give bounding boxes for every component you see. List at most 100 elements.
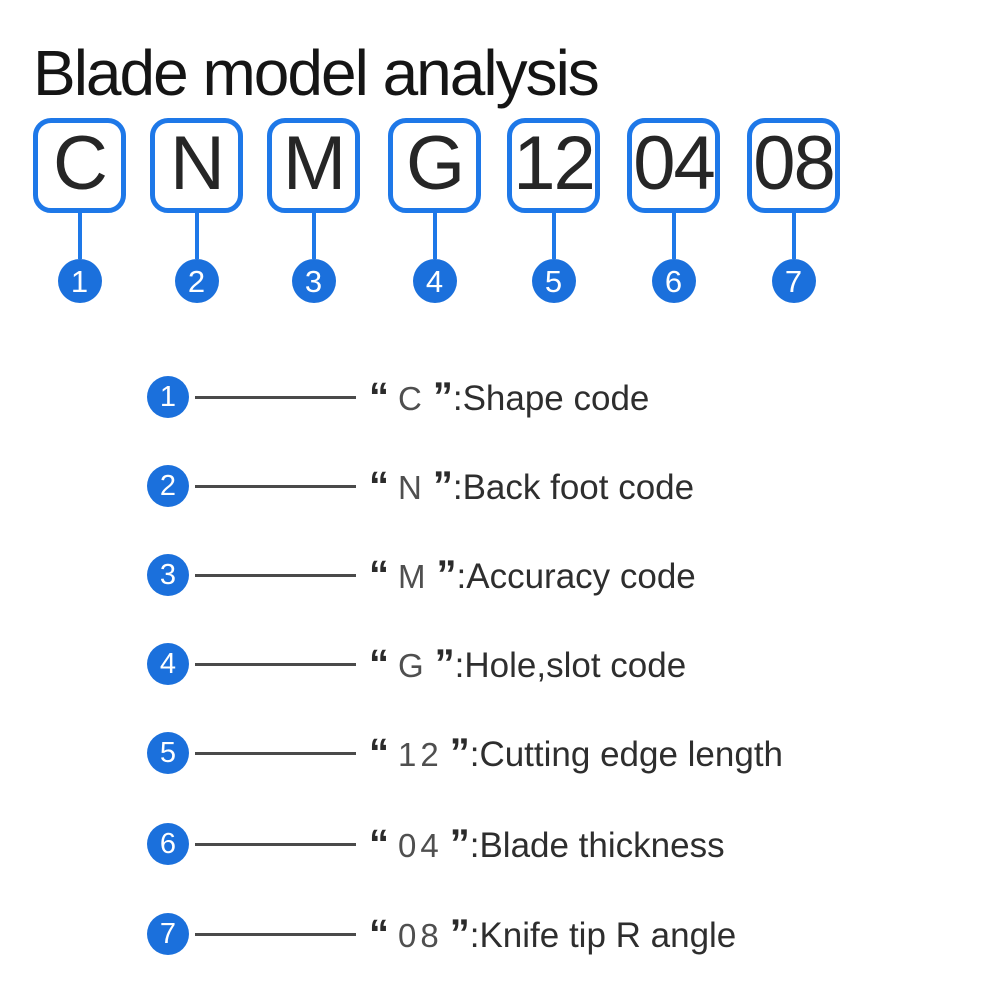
code-unit-5: 12 5 — [507, 118, 600, 303]
legend-description: :Hole,slot code — [454, 646, 687, 685]
legend-description: :Cutting edge length — [469, 735, 784, 774]
legend-description: :Back foot code — [452, 468, 695, 507]
step-marker-5: 5 — [531, 259, 576, 303]
legend-number-badge: 4 — [147, 643, 189, 685]
quote-open-mark: “ — [369, 553, 389, 597]
legend-row-5: 5 “12”:Cutting edge length — [147, 731, 783, 775]
legend-text: “04”:Blade thickness — [369, 824, 725, 864]
quote-open-mark: “ — [369, 642, 389, 686]
code-unit-1: C 1 — [33, 118, 126, 303]
legend-text: “N”:Back foot code — [369, 466, 694, 506]
legend-connector-line — [195, 484, 356, 488]
legend-row-7: 7 “08”:Knife tip R angle — [147, 912, 736, 956]
step-marker-1: 1 — [57, 259, 102, 303]
step-number: 6 — [664, 263, 683, 299]
code-unit-6: 04 6 — [627, 118, 720, 303]
legend-number: 3 — [159, 558, 177, 591]
step-number: 4 — [425, 263, 444, 299]
step-marker-3: 3 — [291, 259, 336, 303]
page-title: Blade model analysis — [33, 37, 600, 109]
code-box-3: M — [267, 118, 360, 213]
quote-close-mark: ” — [432, 464, 453, 508]
connector-line — [194, 213, 199, 259]
quote-open-mark: “ — [369, 731, 389, 775]
legend-description: :Shape code — [452, 379, 650, 418]
legend-text: “G”:Hole,slot code — [369, 644, 686, 684]
legend-connector-line — [195, 751, 356, 755]
quote-close-mark: ” — [432, 375, 453, 419]
quote-close-mark: ” — [436, 553, 457, 597]
legend-connector-line — [195, 662, 356, 666]
quote-open-mark: “ — [369, 912, 389, 956]
code-box-label: G — [405, 120, 465, 206]
code-box-label: N — [170, 120, 225, 206]
legend-description: :Blade thickness — [469, 826, 725, 865]
code-box-6: 04 — [627, 118, 720, 213]
code-box-2: N — [150, 118, 243, 213]
legend-number-badge: 2 — [147, 465, 189, 507]
code-box-label: M — [282, 120, 346, 206]
quote-close-mark: ” — [434, 642, 455, 686]
legend-code: 12 — [398, 736, 443, 773]
legend-row-4: 4 “G”:Hole,slot code — [147, 642, 686, 686]
legend-text: “12”:Cutting edge length — [369, 733, 783, 773]
quote-open-mark: “ — [369, 822, 389, 866]
legend-number-badge: 5 — [147, 732, 189, 774]
legend-number: 5 — [159, 736, 177, 769]
code-unit-2: N 2 — [150, 118, 243, 303]
legend-text: “08”:Knife tip R angle — [369, 914, 736, 954]
code-box-label: C — [53, 120, 108, 206]
code-box-5: 12 — [507, 118, 600, 213]
code-unit-7: 08 7 — [747, 118, 840, 303]
code-box-4: G — [388, 118, 481, 213]
connector-line — [432, 213, 437, 259]
code-box-label: 12 — [513, 120, 596, 206]
legend-number-badge: 3 — [147, 554, 189, 596]
legend-row-2: 2 “N”:Back foot code — [147, 464, 694, 508]
quote-close-mark: ” — [449, 912, 470, 956]
legend-description: :Accuracy code — [456, 557, 696, 596]
legend-row-1: 1 “C”:Shape code — [147, 375, 649, 419]
quote-close-mark: ” — [449, 731, 470, 775]
legend-row-6: 6 “04”:Blade thickness — [147, 822, 725, 866]
quote-open-mark: “ — [369, 464, 389, 508]
step-number: 1 — [70, 263, 89, 299]
step-marker-4: 4 — [412, 259, 457, 303]
legend-connector-line — [195, 932, 356, 936]
legend-code: C — [398, 380, 426, 417]
step-marker-7: 7 — [771, 259, 816, 303]
legend-code: M — [398, 558, 430, 595]
legend-row-3: 3 “M”:Accuracy code — [147, 553, 696, 597]
step-number: 2 — [187, 263, 206, 299]
legend-text: “C”:Shape code — [369, 377, 649, 417]
legend-number-badge: 6 — [147, 823, 189, 865]
legend-number: 2 — [159, 469, 177, 502]
connector-line — [311, 213, 316, 259]
legend-text: “M”:Accuracy code — [369, 555, 696, 595]
connector-line — [671, 213, 676, 259]
connector-line — [791, 213, 796, 259]
connector-line — [551, 213, 556, 259]
legend-code: 04 — [398, 827, 443, 864]
step-marker-2: 2 — [174, 259, 219, 303]
step-number: 3 — [304, 263, 323, 299]
connector-line — [77, 213, 82, 259]
step-number: 5 — [544, 263, 563, 299]
legend-code: 08 — [398, 917, 443, 954]
quote-open-mark: “ — [369, 375, 389, 419]
step-number: 7 — [784, 263, 803, 299]
legend-number-badge: 7 — [147, 913, 189, 955]
code-box-1: C — [33, 118, 126, 213]
legend-connector-line — [195, 842, 356, 846]
legend-connector-line — [195, 395, 356, 399]
legend-description: :Knife tip R angle — [469, 916, 737, 955]
step-marker-6: 6 — [651, 259, 696, 303]
code-unit-3: M 3 — [267, 118, 360, 303]
code-box-7: 08 — [747, 118, 840, 213]
legend-number: 1 — [159, 380, 177, 413]
code-box-label: 04 — [633, 120, 716, 206]
code-box-label: 08 — [753, 120, 836, 206]
legend-code: G — [398, 647, 428, 684]
legend-code: N — [398, 469, 426, 506]
